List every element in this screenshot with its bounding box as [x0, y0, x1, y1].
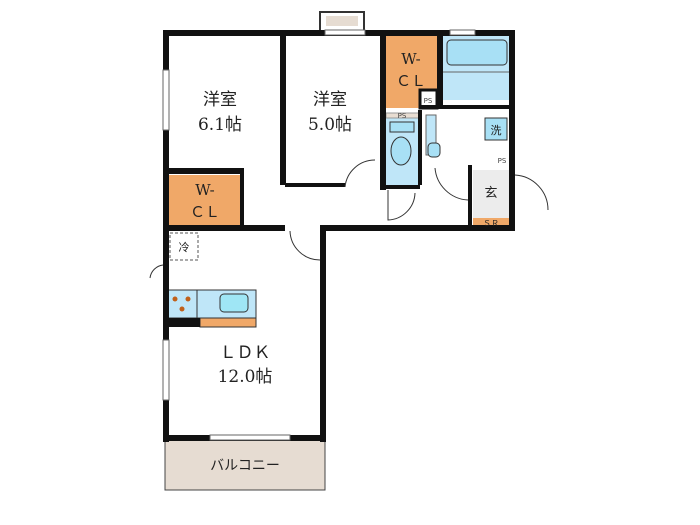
washer-label: 洗 [491, 124, 502, 137]
toilet-icon [390, 136, 412, 166]
room-name-ldk: ＬＤＫ [220, 343, 271, 363]
wcl1-label-1: W- [195, 181, 214, 199]
entrance [473, 170, 510, 218]
windows [162, 29, 476, 441]
fridge-space [169, 232, 199, 261]
stove-burner-icon [185, 296, 191, 302]
entrance-label: 玄 [484, 186, 497, 201]
ps-label: PS [398, 112, 407, 120]
kitchen-base [168, 318, 200, 327]
stove-burner-icon [172, 296, 178, 302]
small-balcony-floor [326, 16, 358, 26]
ps-label: PS [498, 157, 507, 165]
ps-label: PS [424, 97, 433, 105]
shoe-rack-label: ＳＲ [483, 219, 499, 228]
sink-icon [427, 142, 441, 158]
room-size-ldk: 12.0帖 [218, 367, 273, 387]
room-name-western1: 洋室 [203, 90, 237, 110]
kitchen-sink-icon [219, 293, 249, 313]
balcony-label: バルコニー [210, 458, 280, 474]
room-size-western2: 5.0帖 [308, 115, 352, 135]
washer-space [484, 117, 508, 141]
door-swings [149, 159, 549, 279]
stove-burner-icon [179, 306, 185, 312]
balcony [164, 439, 326, 491]
walk-in-closet-1 [168, 175, 240, 227]
room-size-western1: 6.1帖 [198, 115, 242, 135]
shoe-rack [473, 218, 510, 227]
wcl1-label-2: ＣＬ [190, 203, 220, 221]
bathtub [446, 39, 508, 66]
kitchen-cabinet [199, 317, 257, 328]
toilet-tank [389, 121, 415, 133]
fridge-label: 冷 [179, 241, 190, 254]
wcl2-label-2: ＣＬ [396, 72, 426, 90]
room-name-western2: 洋室 [313, 90, 347, 110]
wcl2-label-1: W- [401, 50, 420, 68]
